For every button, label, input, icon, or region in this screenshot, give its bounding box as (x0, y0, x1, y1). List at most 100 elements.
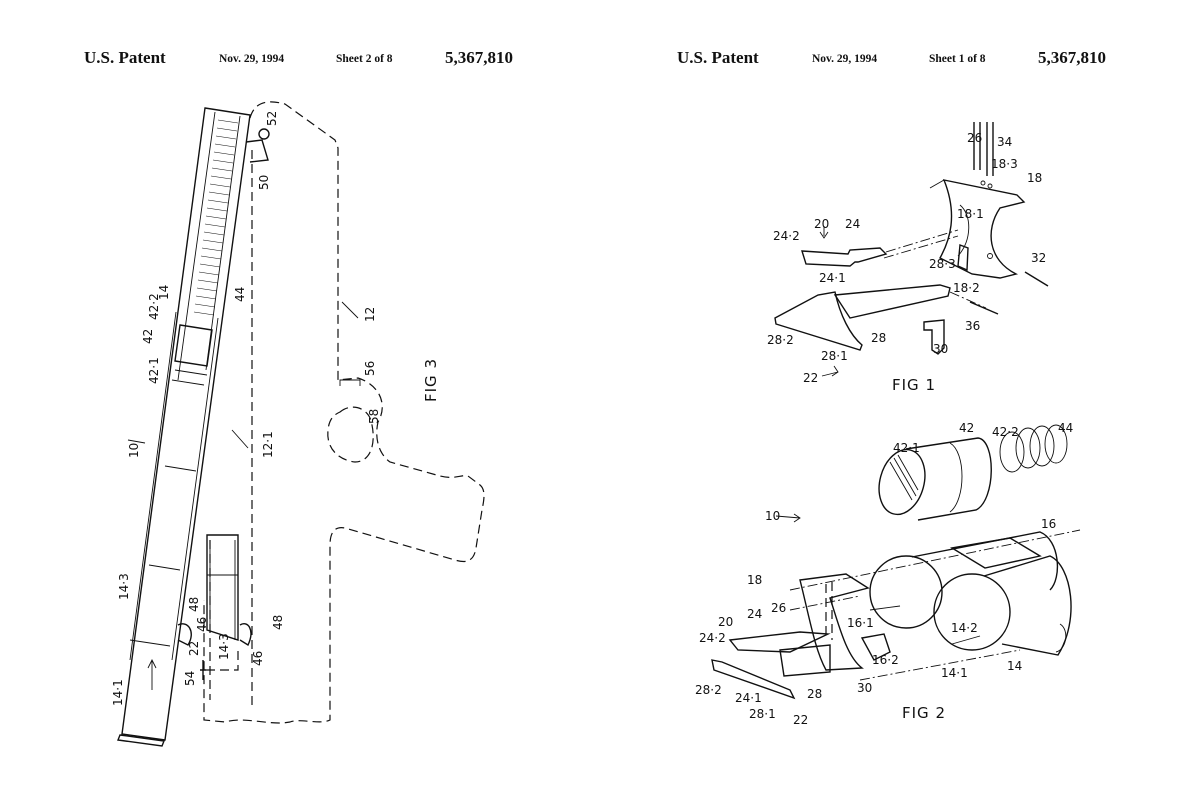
callout: 34 (997, 135, 1012, 149)
callout: 28·1 (749, 707, 776, 721)
header-title: U.S. Patent (677, 48, 759, 67)
header-title: U.S. Patent (84, 48, 166, 67)
callout: 48 (271, 615, 285, 630)
plate-16 (950, 537, 1042, 569)
header-patent-number: 5,367,810 (445, 48, 513, 67)
figure-label: FIG 2 (902, 704, 946, 722)
callout: 56 (363, 361, 377, 376)
figures-1-2-drawing: 26 34 18·3 18 18·1 20 24 24·2 24·1 28·3 … (695, 122, 1081, 727)
callout: 46 (195, 617, 209, 632)
tube-16 (789, 529, 1081, 629)
clip-30 (923, 319, 945, 355)
callout: 28·1 (821, 349, 848, 363)
pin-32 (1024, 271, 1049, 287)
rod-26 (973, 122, 981, 170)
figure-2 (711, 424, 1081, 700)
callout: 22 (793, 713, 808, 727)
callout: 24·2 (699, 631, 726, 645)
callout: 22 (803, 371, 818, 385)
callout: 10 (765, 509, 780, 523)
latch-48-main (177, 623, 192, 646)
callout: 32 (1031, 251, 1046, 265)
callout: 30 (857, 681, 872, 695)
figure-label: FIG 1 (892, 376, 936, 394)
base-28-1 (774, 291, 863, 351)
latch-48 (239, 623, 252, 647)
callout: 26 (967, 131, 982, 145)
callout: 16 (1041, 517, 1056, 531)
pin-36 (969, 301, 999, 315)
base-28-fig2 (711, 659, 796, 700)
callout: 50 (257, 175, 271, 190)
callout: 42 (141, 329, 155, 344)
callout: 30 (933, 342, 948, 356)
plate-54 (200, 660, 206, 680)
callout: 24·1 (735, 691, 762, 705)
tube-end (117, 734, 165, 747)
arm-28 (833, 284, 951, 319)
opening-outline (327, 406, 374, 463)
arrow-up (147, 658, 157, 690)
callout: 44 (233, 287, 247, 302)
callout: 46 (251, 651, 265, 666)
callout: 42·2 (992, 425, 1019, 439)
bracket-18-fig2 (799, 573, 870, 671)
pin-52 (258, 128, 270, 140)
callout: 12 (363, 307, 377, 322)
tube-section-detail (206, 534, 252, 647)
spring-44 (193, 119, 239, 316)
callout: 24 (747, 607, 762, 621)
plate-24-fig2 (728, 631, 831, 653)
callout: 10 (127, 443, 141, 458)
tube-assembly-10 (117, 107, 251, 747)
callout: 18 (747, 573, 762, 587)
callout: 18·1 (957, 207, 984, 221)
callout: 22 (187, 641, 201, 656)
callout: 20 (814, 217, 829, 231)
callout: 52 (265, 111, 279, 126)
callout: 54 (183, 671, 197, 686)
wall-12-1 (209, 150, 253, 705)
header-sheet-number: Sheet 1 of 8 (929, 53, 986, 65)
callout: 28·2 (767, 333, 794, 347)
callout: 24·1 (819, 271, 846, 285)
figure-label: FIG 3 (422, 358, 440, 402)
callout: 28 (871, 331, 886, 345)
callout: 14·1 (111, 679, 125, 706)
callout: 58 (367, 409, 381, 424)
callout: 28·2 (695, 683, 722, 697)
bracket-56 (339, 379, 361, 386)
plate-24 (801, 247, 888, 267)
cylinder-42 (878, 424, 1068, 521)
figure-3-drawing: 52 50 44 14 42·2 42 42·1 12 56 58 12·1 1… (111, 101, 485, 747)
callout: 36 (965, 319, 980, 333)
callout: 42 (959, 421, 974, 435)
body-outline-12 (203, 101, 485, 724)
header-sheet-number: Sheet 2 of 8 (336, 53, 393, 65)
callout: 28 (807, 687, 822, 701)
callout: 14·2 (951, 621, 978, 635)
callout: 18·2 (953, 281, 980, 295)
tab-18-2 (957, 244, 969, 272)
callout: 14·1 (941, 666, 968, 680)
callout: 14 (157, 285, 171, 300)
callout: 24 (845, 217, 860, 231)
callout: 16·2 (872, 653, 899, 667)
patent-sheet-1: U.S. Patent Nov. 29, 1994 Sheet 1 of 8 5… (595, 0, 1195, 800)
callout: 14·3 (217, 633, 231, 660)
cylinder-42-2 (174, 324, 213, 367)
callout: 16·1 (847, 616, 874, 630)
callout: 14 (1007, 659, 1022, 673)
header-date: Nov. 29, 1994 (219, 53, 285, 65)
callout: 48 (187, 597, 201, 612)
arm-28-fig2 (779, 644, 831, 677)
callout: 26 (771, 601, 786, 615)
tube-14 (859, 555, 1072, 681)
header-patent-number: 5,367,810 (1038, 48, 1106, 67)
callout: 12·1 (261, 431, 275, 458)
callout: 28·3 (929, 257, 956, 271)
callout: 24·2 (773, 229, 800, 243)
clip-30-fig2 (860, 633, 891, 661)
callout: 42·1 (893, 441, 920, 455)
bracket-18 (939, 179, 1026, 279)
